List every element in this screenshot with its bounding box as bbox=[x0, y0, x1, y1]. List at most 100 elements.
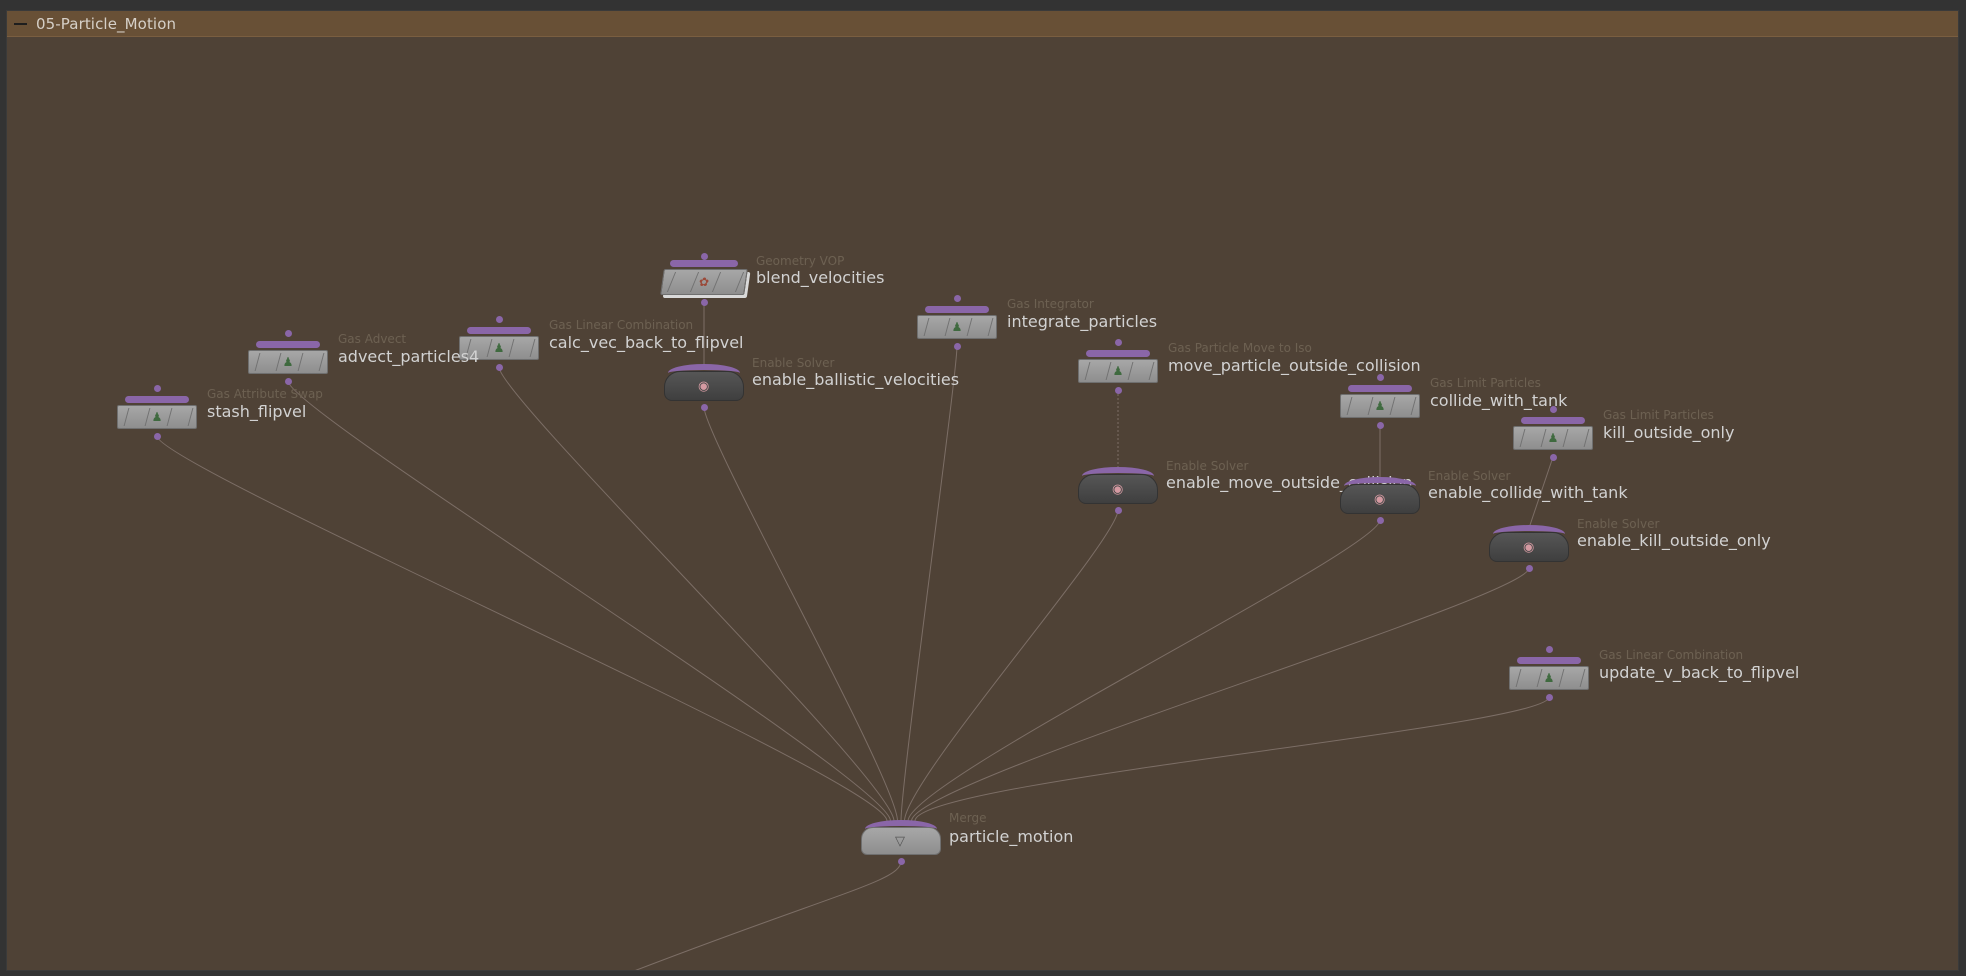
node-plate[interactable]: ◉ bbox=[1078, 474, 1158, 504]
stripe bbox=[712, 272, 722, 292]
display-flag[interactable] bbox=[670, 260, 738, 267]
stripe bbox=[966, 318, 973, 336]
stripe bbox=[508, 339, 515, 357]
node-body[interactable]: ◉ bbox=[1078, 474, 1158, 504]
node-body[interactable]: ◉ bbox=[1489, 532, 1569, 562]
node-body[interactable]: ♟ bbox=[1078, 359, 1158, 383]
output-port[interactable] bbox=[1526, 565, 1533, 572]
input-port[interactable] bbox=[1546, 646, 1553, 653]
node-name-label: collide_with_tank bbox=[1430, 391, 1568, 410]
node-name-label: calc_vec_back_to_flipvel bbox=[549, 333, 744, 352]
node-type-label: Enable Solver bbox=[1577, 517, 1660, 531]
input-port[interactable] bbox=[1550, 406, 1557, 413]
display-flag[interactable] bbox=[125, 396, 189, 403]
node-name-label: enable_ballistic_velocities bbox=[752, 370, 960, 389]
node-plate[interactable]: ♟ bbox=[1509, 666, 1589, 690]
stripe bbox=[666, 272, 677, 292]
node-plate[interactable]: ◉ bbox=[1489, 532, 1569, 562]
display-flag[interactable] bbox=[1082, 467, 1154, 485]
collapse-icon[interactable] bbox=[14, 22, 27, 25]
display-flag[interactable] bbox=[925, 306, 989, 313]
stripe bbox=[944, 318, 951, 336]
node-body[interactable]: ♟ bbox=[248, 350, 328, 374]
display-flag[interactable] bbox=[467, 327, 531, 334]
wire-integrate-particles-to-merge[interactable] bbox=[900, 345, 958, 822]
output-port[interactable] bbox=[496, 364, 503, 371]
node-body[interactable]: ✿ bbox=[660, 269, 748, 295]
node-body[interactable]: ♟ bbox=[459, 336, 539, 360]
node-type-label: Gas Linear Combination bbox=[549, 318, 694, 332]
node-plate[interactable]: ▽ bbox=[861, 827, 941, 855]
display-flag[interactable] bbox=[865, 820, 937, 838]
node-plate[interactable]: ♟ bbox=[1340, 394, 1420, 418]
wire-advect-particles4-to-merge[interactable] bbox=[287, 380, 891, 822]
output-port[interactable] bbox=[1377, 517, 1384, 524]
node-name-label: integrate_particles bbox=[1007, 312, 1158, 331]
wire-enable-collide-with-tank-to-merge[interactable] bbox=[907, 519, 1381, 822]
display-flag[interactable] bbox=[1517, 657, 1581, 664]
output-port[interactable] bbox=[701, 404, 708, 411]
node-plate[interactable]: ◉ bbox=[1340, 484, 1420, 514]
node-plate[interactable]: ♟ bbox=[1078, 359, 1158, 383]
node-body[interactable]: ♟ bbox=[1509, 666, 1589, 690]
display-flag[interactable] bbox=[1344, 477, 1416, 495]
input-port[interactable] bbox=[285, 330, 292, 337]
display-flag[interactable] bbox=[1493, 525, 1565, 543]
display-flag[interactable] bbox=[256, 341, 320, 348]
output-port[interactable] bbox=[1115, 387, 1122, 394]
output-port[interactable] bbox=[1550, 454, 1557, 461]
node-name-label: advect_particles4 bbox=[338, 347, 480, 366]
node-plate[interactable]: ♟ bbox=[117, 405, 197, 429]
display-flag[interactable] bbox=[668, 364, 740, 382]
node-plate[interactable]: ◉ bbox=[664, 371, 744, 401]
wire-calc-vec-back-to-flipvel-to-merge[interactable] bbox=[498, 366, 895, 822]
node-name-label: update_v_back_to_flipvel bbox=[1599, 663, 1800, 682]
node-plate[interactable]: ♟ bbox=[917, 315, 997, 339]
output-port[interactable] bbox=[285, 378, 292, 385]
output-port[interactable] bbox=[1115, 507, 1122, 514]
display-flag[interactable] bbox=[1348, 385, 1412, 392]
node-body[interactable]: ◉ bbox=[664, 371, 744, 401]
node-type-label: Gas Limit Particles bbox=[1603, 408, 1714, 422]
node-body[interactable]: ♟ bbox=[917, 315, 997, 339]
output-port[interactable] bbox=[898, 858, 905, 865]
output-port[interactable] bbox=[1377, 422, 1384, 429]
node-type-label: Gas Attribute Swap bbox=[207, 387, 323, 401]
input-port[interactable] bbox=[954, 295, 961, 302]
wire-enable-move-outside-collision-to-merge[interactable] bbox=[904, 509, 1119, 822]
stripe bbox=[275, 353, 282, 371]
output-port[interactable] bbox=[154, 433, 161, 440]
input-port[interactable] bbox=[701, 253, 708, 260]
microsolver-icon: ♟ bbox=[1547, 431, 1559, 445]
node-body[interactable]: ♟ bbox=[1513, 426, 1593, 450]
output-port[interactable] bbox=[954, 343, 961, 350]
node-plate[interactable]: ♟ bbox=[459, 336, 539, 360]
wire-enable-kill-outside-only-to-merge[interactable] bbox=[911, 567, 1530, 822]
stripe bbox=[254, 353, 261, 371]
network-box-header[interactable]: 05-Particle_Motion bbox=[7, 11, 1958, 37]
microsolver-icon: ♟ bbox=[1112, 364, 1124, 378]
output-port[interactable] bbox=[1546, 694, 1553, 701]
node-plate[interactable]: ♟ bbox=[1513, 426, 1593, 450]
wire-enable-ballistic-velocities-to-merge[interactable] bbox=[703, 406, 898, 822]
node-plate[interactable]: ✿ bbox=[660, 269, 748, 295]
node-plate[interactable]: ♟ bbox=[248, 350, 328, 374]
node-name-label: kill_outside_only bbox=[1603, 423, 1735, 442]
node-body[interactable]: ◉ bbox=[1340, 484, 1420, 514]
stripe bbox=[1084, 362, 1091, 380]
display-flag[interactable] bbox=[1521, 417, 1585, 424]
wire-update-v-back-to-flipvel-to-merge[interactable] bbox=[914, 696, 1550, 822]
wire-stash-flipvel-to-merge[interactable] bbox=[156, 435, 888, 822]
input-port[interactable] bbox=[1115, 339, 1122, 346]
node-body[interactable]: ▽ bbox=[861, 827, 941, 855]
node-name-label: blend_velocities bbox=[756, 268, 885, 287]
output-port[interactable] bbox=[701, 299, 708, 306]
display-flag[interactable] bbox=[1086, 350, 1150, 357]
input-port[interactable] bbox=[1377, 374, 1384, 381]
node-body[interactable]: ♟ bbox=[1340, 394, 1420, 418]
input-port[interactable] bbox=[496, 316, 503, 323]
input-port[interactable] bbox=[154, 385, 161, 392]
node-body[interactable]: ♟ bbox=[117, 405, 197, 429]
wire-merge-output[interactable] bbox=[621, 860, 902, 971]
